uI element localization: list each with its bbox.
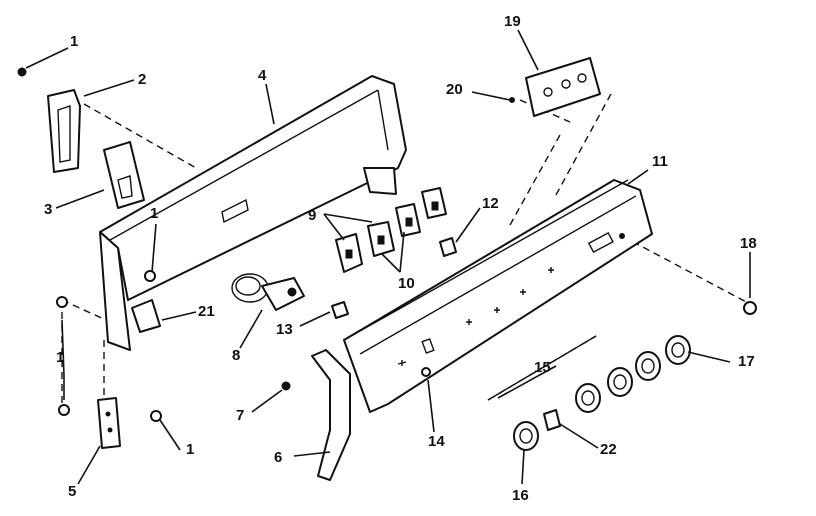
screw-1b — [56, 296, 68, 308]
screw-7 — [281, 381, 291, 391]
screw-18 — [743, 301, 757, 315]
callout-11: 11 — [652, 153, 668, 170]
callout-8: 8 — [232, 347, 240, 364]
end-cap-2 — [47, 89, 81, 173]
bracket-3 — [103, 141, 145, 209]
callout-7: 7 — [236, 407, 244, 424]
leader-lines — [25, 29, 751, 485]
knob — [607, 367, 633, 397]
callout-15: 15 — [534, 359, 551, 376]
callout-labels: 1 1 1 1 2 3 4 5 6 7 8 9 10 11 12 13 14 1… — [44, 13, 757, 504]
knob-insert-22 — [543, 409, 561, 431]
switches — [335, 187, 447, 273]
timer-8 — [231, 273, 305, 311]
screw-1c — [58, 404, 70, 416]
part-12 — [439, 237, 457, 257]
backguard-panel — [99, 75, 407, 351]
callout-1: 1 — [56, 349, 64, 366]
callout-5: 5 — [68, 483, 76, 500]
screw-1e — [144, 270, 156, 282]
part-13 — [331, 301, 349, 319]
callout-3: 3 — [44, 201, 52, 218]
callout-18: 18 — [740, 235, 757, 252]
knobs — [513, 335, 691, 451]
callout-2: 2 — [138, 71, 146, 88]
knob — [635, 351, 661, 381]
screw-1a — [17, 67, 27, 77]
callout-22: 22 — [600, 441, 617, 458]
callout-6: 6 — [274, 449, 282, 466]
screws — [17, 67, 757, 422]
control-panel-11 — [343, 179, 653, 413]
knob-16 — [513, 421, 539, 451]
callout-1: 1 — [70, 33, 78, 50]
rod-15 — [487, 335, 597, 401]
control-board-19 — [509, 57, 601, 117]
callout-9: 9 — [308, 207, 316, 224]
callout-17: 17 — [738, 353, 755, 370]
side-brackets — [47, 89, 145, 209]
bracket-21 — [131, 299, 161, 333]
end-bracket-6 — [311, 349, 351, 481]
callout-20: 20 — [446, 81, 463, 98]
callout-14: 14 — [428, 433, 445, 450]
callout-1: 1 — [150, 205, 158, 222]
callout-4: 4 — [258, 67, 267, 84]
screw-1d — [150, 410, 162, 422]
knob-17 — [665, 335, 691, 365]
callout-21: 21 — [198, 303, 215, 320]
callout-12: 12 — [482, 195, 499, 212]
lower-bracket-5 — [97, 397, 121, 449]
screw-14 — [421, 367, 431, 377]
callout-19: 19 — [504, 13, 521, 30]
callout-1: 1 — [186, 441, 194, 458]
callout-16: 16 — [512, 487, 529, 504]
callout-10: 10 — [398, 275, 415, 292]
knob — [575, 383, 601, 413]
callout-13: 13 — [276, 321, 293, 338]
